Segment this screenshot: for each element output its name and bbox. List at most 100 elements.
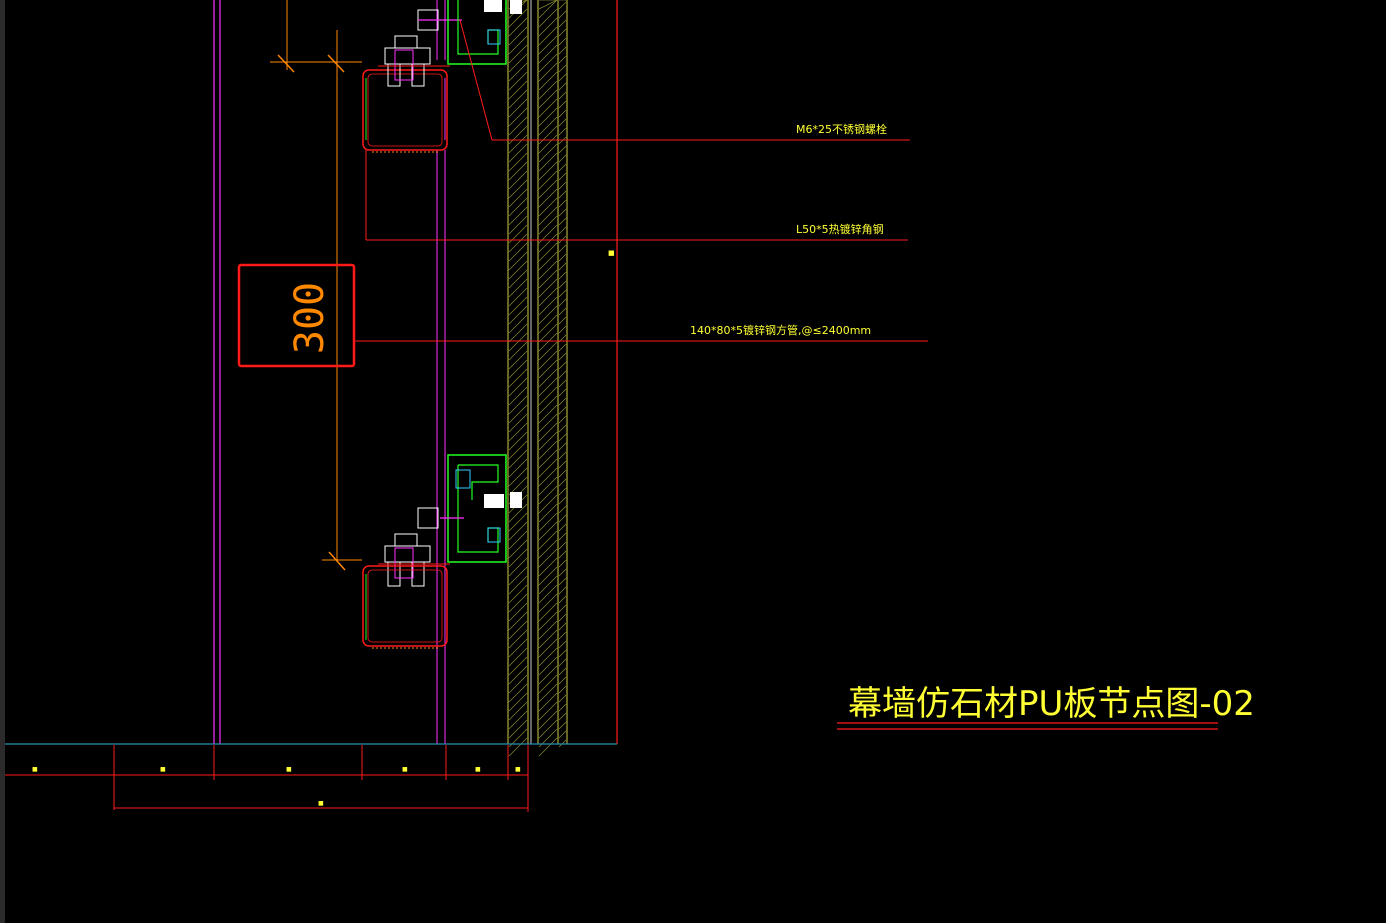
hatch-line bbox=[508, 440, 528, 460]
hatch-line bbox=[508, 629, 528, 649]
hatch-line bbox=[538, 638, 558, 658]
hatch-line bbox=[508, 458, 528, 478]
hatch-line bbox=[538, 674, 558, 694]
hatch-line bbox=[508, 413, 528, 433]
hatch-line bbox=[558, 595, 567, 604]
drawing-title: 幕墙仿石材PU板节点图-02 bbox=[848, 684, 1255, 724]
hatch-line bbox=[508, 35, 528, 55]
dim-label-4: ■ bbox=[402, 766, 408, 773]
dim-label-total: ■ bbox=[318, 800, 324, 807]
hatch-line bbox=[538, 278, 558, 298]
hatch-line bbox=[558, 496, 567, 505]
hatch-line bbox=[508, 98, 528, 118]
hatch-line bbox=[558, 487, 567, 496]
hatch-line bbox=[538, 242, 558, 262]
dim-label-3: ■ bbox=[286, 766, 292, 773]
hatch-line bbox=[558, 442, 567, 451]
steel-tube-upper bbox=[362, 69, 448, 240]
hatch-line bbox=[538, 0, 558, 19]
hatch-line bbox=[538, 17, 558, 37]
hatch-line bbox=[508, 89, 528, 109]
hatch-line bbox=[538, 98, 558, 118]
hatch-line bbox=[558, 343, 567, 352]
hatch-line bbox=[538, 737, 558, 757]
hatch-line bbox=[508, 62, 528, 82]
hatch-line bbox=[508, 620, 528, 640]
hatch-line bbox=[558, 649, 567, 658]
hatch-line bbox=[538, 287, 558, 307]
hatch-line bbox=[558, 109, 567, 118]
hatch-line bbox=[558, 559, 567, 568]
hatch-line bbox=[558, 280, 567, 289]
vertical-dimension bbox=[270, 0, 362, 571]
hatch-line bbox=[538, 503, 558, 523]
hatch-line bbox=[508, 503, 528, 523]
hatch-line bbox=[508, 80, 528, 100]
hatch-line bbox=[558, 469, 567, 478]
vertical-small-label: ■ bbox=[608, 249, 615, 257]
hatch-line bbox=[508, 467, 528, 487]
hatch-line bbox=[558, 91, 567, 100]
hatch-line bbox=[508, 8, 528, 28]
hatch-line bbox=[508, 251, 528, 271]
dimension-highlight-box[interactable]: 300 bbox=[237, 263, 356, 368]
hatch-line bbox=[508, 395, 528, 415]
hatch-line bbox=[538, 521, 558, 541]
hatch-line bbox=[558, 10, 567, 19]
hatch-line bbox=[558, 424, 567, 433]
hatch-line bbox=[538, 629, 558, 649]
hatch-line bbox=[508, 233, 528, 253]
hatch-line bbox=[538, 692, 558, 712]
callout-angle: L50*5热镀锌角钢 bbox=[796, 222, 884, 236]
hatch-line bbox=[538, 35, 558, 55]
hatch-line bbox=[508, 197, 528, 217]
hatch-line bbox=[508, 26, 528, 46]
hatch-line bbox=[558, 703, 567, 712]
hatch-line bbox=[508, 737, 528, 757]
hatch-line bbox=[538, 710, 558, 730]
hatch-line bbox=[558, 73, 567, 82]
hatch-line bbox=[538, 62, 558, 82]
hatch-line bbox=[538, 683, 558, 703]
bottom-dimensions: ■ ■ ■ ■ ■ ■ ■ bbox=[5, 743, 617, 812]
hatch-line bbox=[538, 557, 558, 577]
hatch-line bbox=[558, 145, 567, 154]
hatch-line bbox=[508, 431, 528, 451]
hatch-line bbox=[538, 116, 558, 136]
hatch-line bbox=[558, 478, 567, 487]
hatch-line bbox=[508, 260, 528, 280]
hatch-line bbox=[508, 404, 528, 424]
hatch-line bbox=[558, 721, 567, 730]
hatch-line bbox=[538, 368, 558, 388]
hatch-line bbox=[538, 215, 558, 235]
hatch-line bbox=[508, 206, 528, 226]
hatch-line bbox=[508, 125, 528, 145]
hatch-line bbox=[558, 307, 567, 316]
hatch-line bbox=[538, 611, 558, 631]
dimension-value: 300 bbox=[287, 282, 333, 354]
hatch-line bbox=[558, 316, 567, 325]
hatch-line bbox=[508, 701, 528, 721]
hatch-line bbox=[508, 521, 528, 541]
hatch-line bbox=[508, 512, 528, 532]
hatch-line bbox=[508, 602, 528, 622]
hatch-line bbox=[538, 386, 558, 406]
hatch-line bbox=[508, 674, 528, 694]
hatch-line bbox=[558, 514, 567, 523]
wall-lines bbox=[213, 0, 446, 744]
hatch-line bbox=[508, 566, 528, 586]
hatch-line bbox=[508, 152, 528, 172]
hatch-line bbox=[558, 100, 567, 109]
hatch-line bbox=[538, 350, 558, 370]
hatch-line bbox=[538, 377, 558, 397]
hatch-line bbox=[508, 161, 528, 181]
hatch-line bbox=[508, 215, 528, 235]
hatch-line bbox=[558, 541, 567, 550]
hatch-line bbox=[558, 208, 567, 217]
hatch-line bbox=[538, 476, 558, 496]
hatch-line bbox=[538, 593, 558, 613]
hatch-line bbox=[538, 665, 558, 685]
hatch-line bbox=[558, 64, 567, 73]
